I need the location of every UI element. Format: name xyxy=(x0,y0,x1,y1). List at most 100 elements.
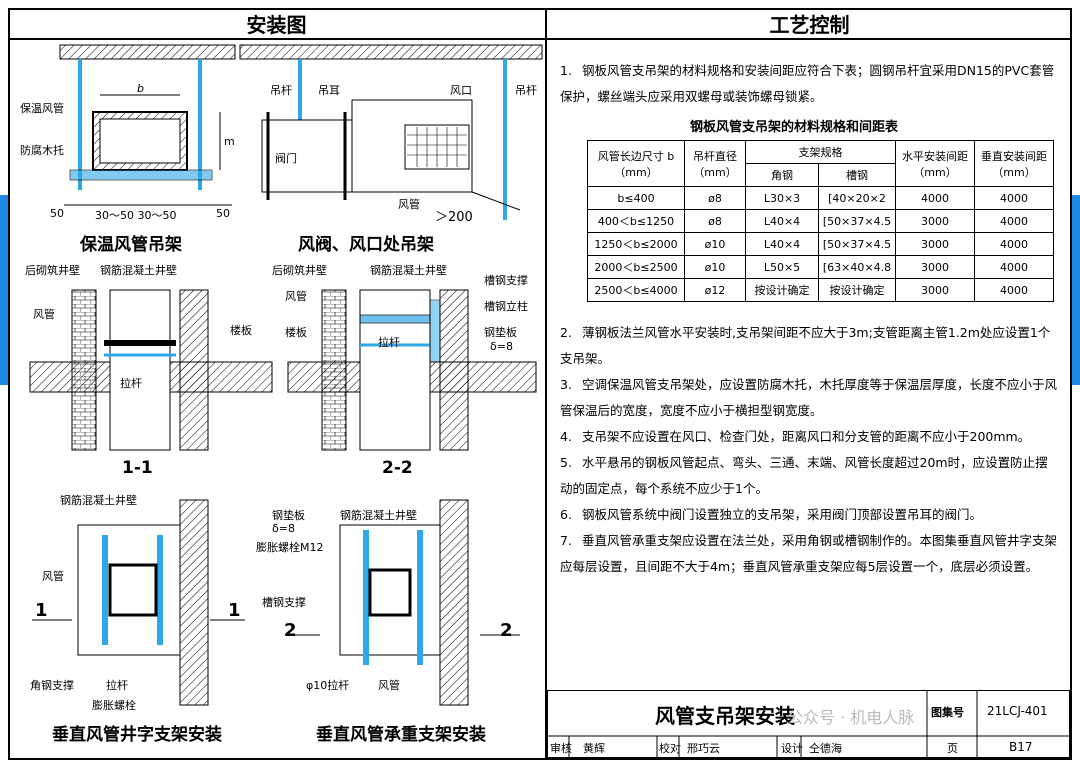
label-rod-phi10: φ10拉杆 xyxy=(306,679,350,692)
note-1: 1.钢板风管支吊架的材料规格和安装间距应符合下表；圆钢吊杆宜采用DN15的PVC… xyxy=(560,63,1055,104)
table-cell: 2000＜b≤2500 xyxy=(587,255,685,279)
dim-50-left: 50 xyxy=(50,207,64,220)
table-cell: 按设计确定 xyxy=(818,278,896,302)
label-rod-1: 拉杆 xyxy=(120,377,142,390)
label-duct-1: 风管 xyxy=(33,308,55,321)
table-cell: 4000 xyxy=(974,186,1054,210)
ceiling-slab-2 xyxy=(239,44,543,60)
label-valve-duct: 风管 xyxy=(398,198,420,211)
label-bolt-m12: 膨胀螺栓M12 xyxy=(256,541,324,554)
table-cell: 3000 xyxy=(895,232,975,256)
insulated-duct-hanger xyxy=(64,59,232,206)
label-wood-support: 防腐木托 xyxy=(20,144,64,157)
label-concrete-wall-1: 钢筋混凝土井壁 xyxy=(100,264,177,277)
label-concrete-wall-2: 钢筋混凝土井壁 xyxy=(370,264,447,277)
process-notes-rest: 2.薄钢板法兰风管水平安装时,支吊架间距不应大于3m;支管距离主管1.2m处应设… xyxy=(560,320,1060,580)
atlas-number: 21LCJ-401 xyxy=(987,704,1048,718)
table-cell: ø12 xyxy=(684,278,746,302)
valve-hanger xyxy=(261,59,521,220)
table-cell: 1250＜b≤2000 xyxy=(587,232,685,256)
left-side-tab xyxy=(0,195,8,385)
caption-section-1-1: 1-1 xyxy=(122,458,153,478)
vertical-duct-load-brace xyxy=(285,499,520,706)
table-cell: 按设计确定 xyxy=(745,278,819,302)
label-duct-2: 风管 xyxy=(285,290,307,303)
table-cell: 2500＜b≤4000 xyxy=(587,278,685,302)
section-1-1 xyxy=(29,289,273,451)
th-support: 支架规格 xyxy=(745,140,896,164)
table-cell: 400＜b≤1250 xyxy=(587,209,685,233)
th-size: 风管长边尺寸 b（mm） xyxy=(587,140,685,187)
th-channel: 槽钢 xyxy=(818,163,896,187)
note-5: 5.水平悬吊的钢板风管起点、弯头、三通、末端、风管长度超过20m时，应设置防止摆… xyxy=(560,455,1048,496)
table-cell: 4000 xyxy=(974,255,1054,279)
section-2-2 xyxy=(287,289,537,451)
table-cell: L30×3 xyxy=(745,186,819,210)
table-cell: 3000 xyxy=(895,209,975,233)
label-expansion-bolt: 膨胀螺栓 xyxy=(92,699,136,712)
label-delta-4: δ=8 xyxy=(272,522,295,535)
caption-vertical-cross-brace: 垂直风管井字支架安装 xyxy=(52,725,222,745)
atlas-label: 图集号 xyxy=(931,706,964,719)
label-concrete-wall-3: 钢筋混凝土井壁 xyxy=(60,494,137,507)
caption-insulated-hanger: 保温风管吊架 xyxy=(80,235,182,255)
caption-section-2-2: 2-2 xyxy=(382,458,413,478)
label-brick-wall-2: 后砌筑井壁 xyxy=(272,264,327,277)
label-duct-4: 风管 xyxy=(378,679,400,692)
label-slab-1: 楼板 xyxy=(230,324,252,337)
note-4: 4.支吊架不应设置在风口、检查门处，距离风口和分支管的距离不应小于200mm。 xyxy=(560,429,1031,444)
note-3: 3.空调保温风管支吊架处，应设置防腐木托，木托厚度等于保温层厚度，长度不应小于风… xyxy=(560,377,1058,418)
design-label: 设计 xyxy=(781,742,803,755)
th-vertical: 垂直安装间距（mm） xyxy=(974,140,1054,187)
table-cell: 4000 xyxy=(974,209,1054,233)
table-cell: [50×37×4.5 xyxy=(818,232,896,256)
caption-valve-hanger: 风阀、风口处吊架 xyxy=(298,235,434,255)
label-valve: 阀门 xyxy=(275,152,297,165)
th-rod: 吊杆直径（mm） xyxy=(684,140,746,187)
table-cell: [50×37×4.5 xyxy=(818,209,896,233)
note-6: 6.钢板风管系统中阀门设置独立的支吊架，采用阀门顶部设置吊耳的阀门。 xyxy=(560,507,983,522)
reviewer-name: 黄辉 xyxy=(583,742,605,755)
mark-1-right: 1 xyxy=(228,600,241,621)
table-cell: b≤400 xyxy=(587,186,685,210)
label-outlet: 风口 xyxy=(450,84,472,97)
table-cell: 3000 xyxy=(895,278,975,302)
title-block-grid xyxy=(547,690,1071,759)
watermark: 公众号 · 机电人脉 xyxy=(787,708,915,727)
table-cell: 3000 xyxy=(895,255,975,279)
page-label: 页 xyxy=(947,742,958,755)
designer-name: 仝德海 xyxy=(809,742,842,755)
label-steel-plate-4: 钢垫板 xyxy=(272,509,305,522)
ceiling-slab-1 xyxy=(59,44,236,60)
th-angle: 角钢 xyxy=(745,163,819,187)
page-number: B17 xyxy=(1009,740,1033,754)
label-concrete-wall-4: 钢筋混凝土井壁 xyxy=(340,509,417,522)
dim-m: m xyxy=(224,135,235,148)
drawing-frame xyxy=(8,8,1072,760)
table-cell: [40×20×2 xyxy=(818,186,896,210)
right-side-tab xyxy=(1072,195,1080,385)
dim-b: b xyxy=(137,82,144,95)
table-cell: 4000 xyxy=(974,278,1054,302)
table-cell: ø10 xyxy=(684,232,746,256)
label-valve-rod2: 吊杆 xyxy=(515,84,537,97)
mark-2-right: 2 xyxy=(500,620,513,641)
checker-name: 邢巧云 xyxy=(687,742,720,755)
th-horizontal: 水平安装间距（mm） xyxy=(895,140,975,187)
note-2: 2.薄钢板法兰风管水平安装时,支吊架间距不应大于3m;支管距离主管1.2m处应设… xyxy=(560,325,1051,366)
table-cell: 4000 xyxy=(974,232,1054,256)
label-rod-2: 拉杆 xyxy=(378,336,400,349)
label-valve-rod: 吊杆 xyxy=(270,84,292,97)
dim-50-right: 50 xyxy=(216,207,230,220)
label-rod-3: 拉杆 xyxy=(106,679,128,692)
table-cell: ø8 xyxy=(684,209,746,233)
label-ear: 吊耳 xyxy=(318,84,340,97)
caption-vertical-load-brace: 垂直风管承重支架安装 xyxy=(316,725,486,745)
label-steel-plate-2: 钢垫板 xyxy=(484,326,517,339)
mark-2-left: 2 xyxy=(284,620,297,641)
review-label: 审核 xyxy=(550,742,572,755)
